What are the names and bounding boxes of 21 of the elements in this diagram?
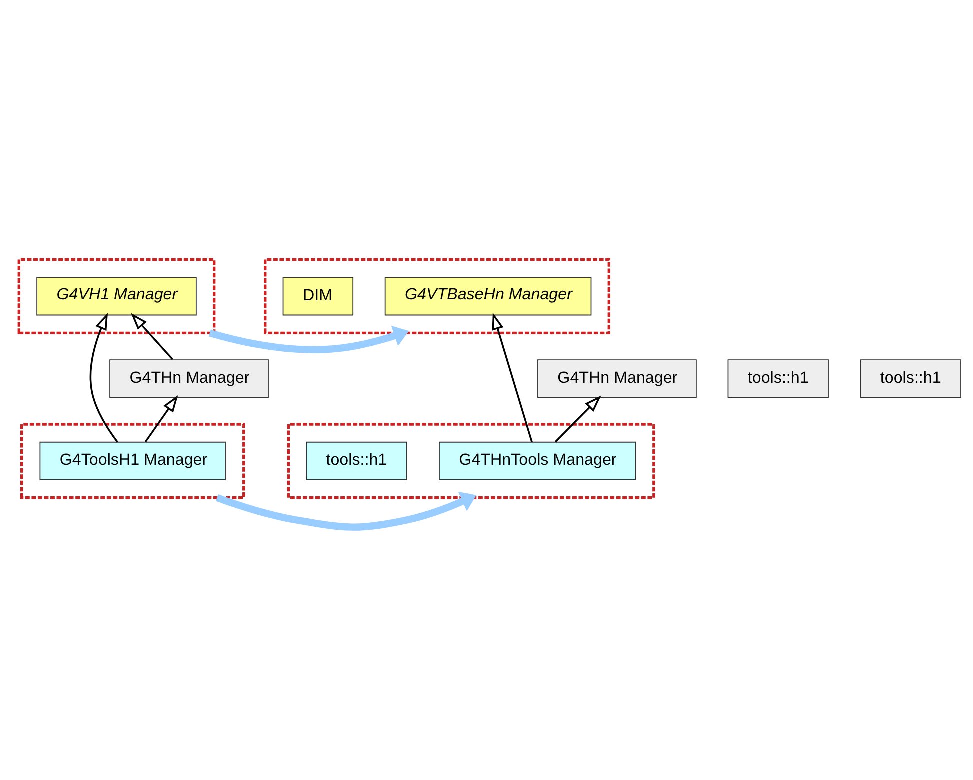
arrow — [216, 492, 476, 531]
node-box: G4THn Manager — [110, 360, 269, 398]
cluster — [18, 258, 216, 334]
node-box: tools::h1 — [306, 442, 408, 480]
cluster — [287, 423, 656, 500]
arrow — [131, 313, 174, 360]
arrow — [144, 395, 178, 443]
node-box: G4VH1 Manager — [36, 277, 197, 316]
cluster — [264, 258, 610, 334]
node-box: tools::h1 — [728, 360, 829, 398]
node-box: G4THnTools Manager — [439, 442, 636, 480]
arrow — [208, 326, 410, 354]
node-box: G4THn Manager — [538, 360, 697, 398]
arrow — [554, 396, 602, 443]
node-box: G4VTBaseHn Manager — [384, 277, 592, 316]
node-box: DIM — [282, 277, 354, 316]
node-box: tools::h1 — [860, 360, 962, 398]
cluster — [20, 423, 246, 500]
arrow — [492, 312, 533, 442]
node-box: G4ToolsH1 Manager — [40, 442, 226, 480]
arrow — [90, 313, 118, 443]
